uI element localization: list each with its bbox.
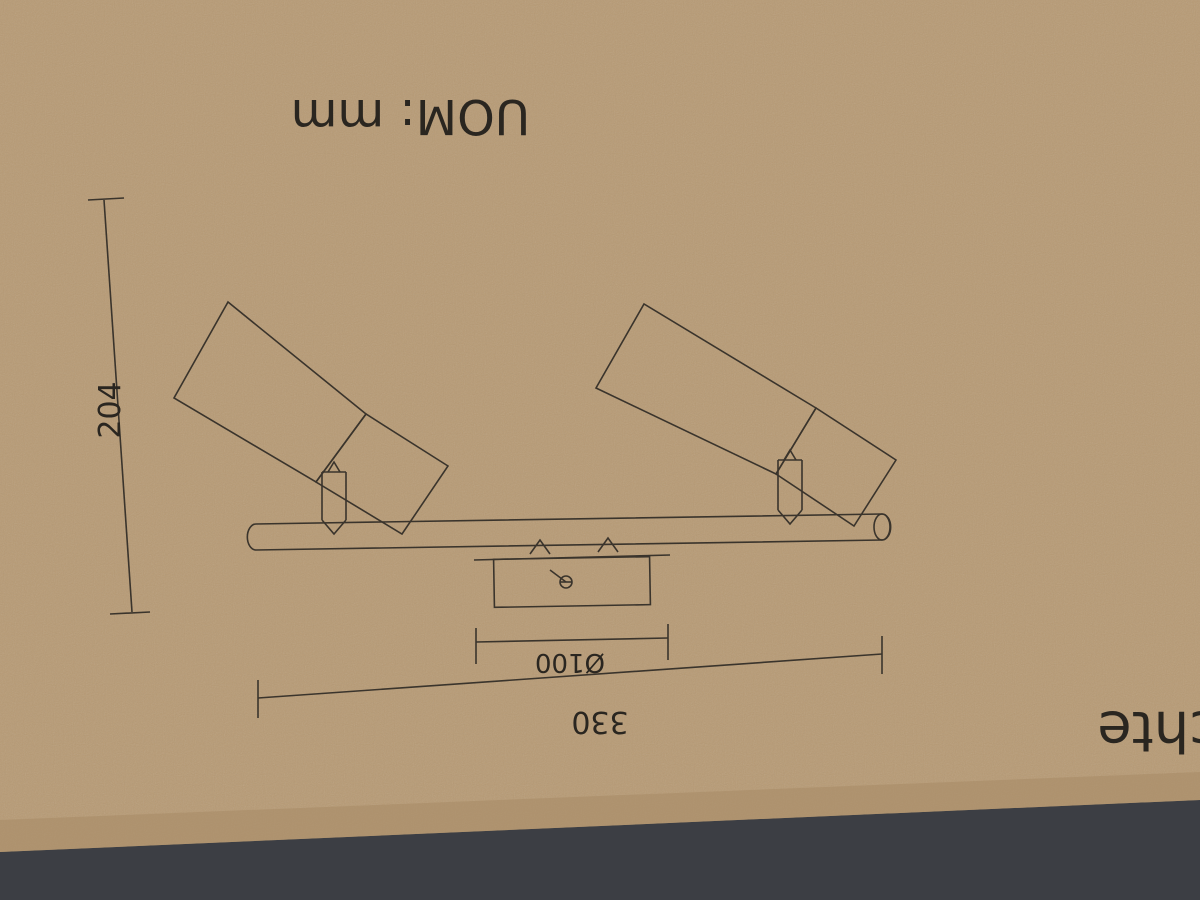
mounting-base	[473, 536, 671, 609]
cardboard-panel	[0, 0, 1200, 852]
partial-text: chte	[1097, 698, 1200, 763]
overall-width-dimension	[257, 636, 883, 718]
spotlight-right	[172, 300, 450, 536]
rod	[246, 513, 892, 551]
base-diameter-dimension	[475, 624, 669, 664]
printed-drawing: UOM: mm chte 330 Ø100 204	[87, 88, 1200, 763]
height-dimension	[87, 197, 151, 615]
overall-width-label: 330	[571, 704, 628, 739]
height-label: 204	[93, 381, 128, 438]
base-diameter-label: Ø100	[535, 647, 605, 677]
spotlight-left	[594, 302, 898, 528]
unit-label: UOM: mm	[291, 88, 530, 144]
